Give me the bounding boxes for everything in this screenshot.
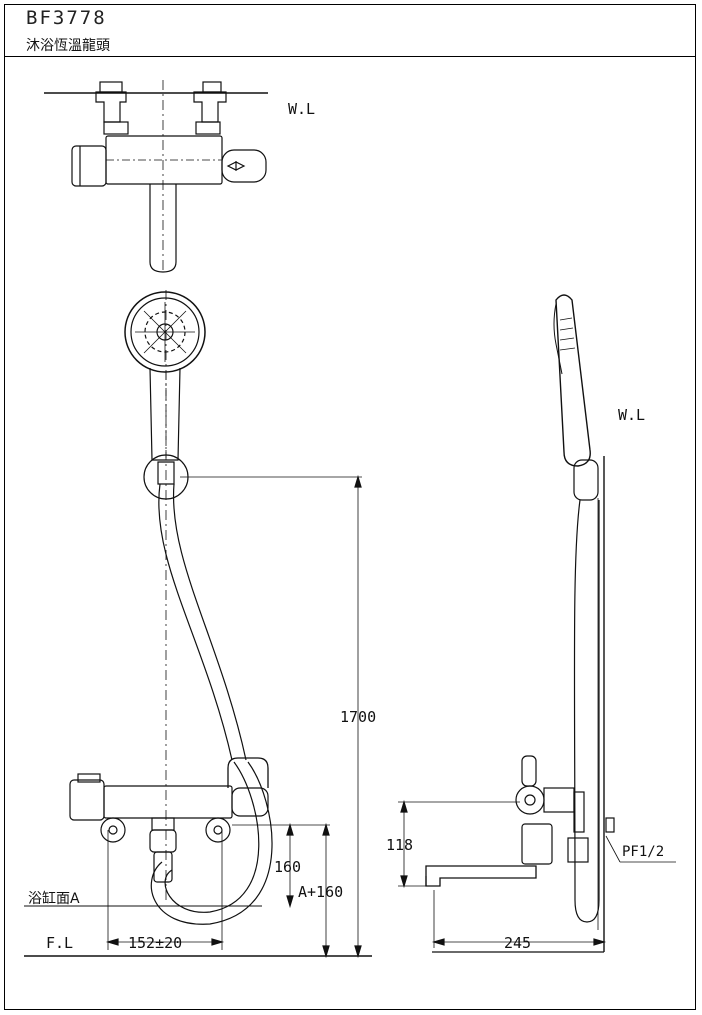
right-leg	[205, 817, 231, 843]
dim-245: 245	[504, 934, 531, 952]
pf-label: PF1/2	[622, 844, 664, 860]
top-view	[44, 80, 268, 273]
dim-a160: A+160	[298, 883, 343, 901]
left-knob-top	[71, 145, 107, 187]
wl-label-top: W.L	[288, 100, 315, 118]
fl-label: F.L	[46, 934, 73, 952]
right-knob-top	[221, 149, 267, 183]
wl-label-side: W.L	[618, 406, 645, 424]
dim-spacing: 152±20	[128, 934, 182, 952]
left-inlet	[95, 91, 127, 123]
diverter	[151, 817, 175, 831]
spout-side	[425, 865, 537, 887]
dim-118: 118	[386, 836, 413, 854]
shower-head-side	[555, 294, 591, 467]
front-view	[24, 290, 372, 959]
drawing-frame	[4, 4, 696, 1010]
product-name: 沐浴恆溫龍頭	[26, 38, 110, 54]
shower-head	[124, 291, 206, 373]
valve-body-front	[103, 785, 233, 819]
model-number: BF3778	[26, 7, 107, 29]
right-inlet	[193, 91, 227, 123]
right-knob-front	[231, 787, 269, 817]
dim-1700: 1700	[340, 708, 376, 726]
left-knob-front	[69, 779, 105, 821]
bath-surface-label: 浴缸面A	[28, 890, 80, 907]
hose-side	[573, 499, 600, 923]
dim-160: 160	[274, 858, 301, 876]
valve-side	[515, 785, 545, 815]
hose-hanger	[227, 757, 269, 788]
side-view	[398, 294, 676, 953]
shower-hose	[158, 483, 247, 761]
header-divider	[4, 56, 696, 57]
spout-top	[149, 184, 177, 273]
slide-holder-side	[573, 459, 599, 501]
left-leg	[100, 817, 126, 843]
shower-handle	[149, 367, 181, 461]
